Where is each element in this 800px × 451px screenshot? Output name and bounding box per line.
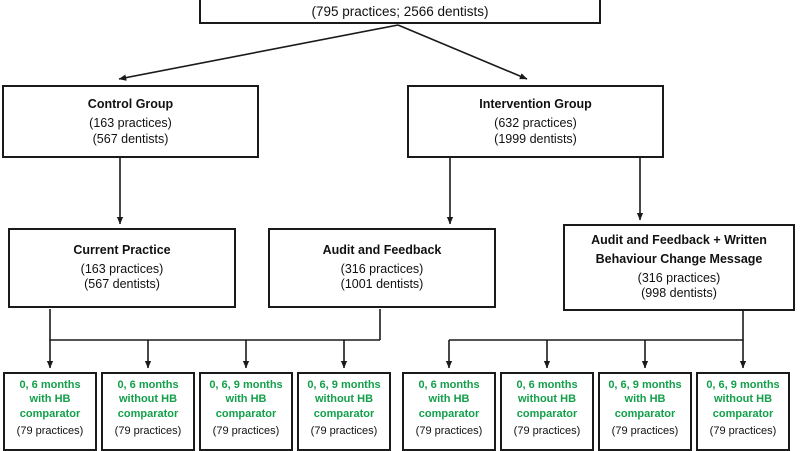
control-group-box: Control Group (163 practices) (567 denti…: [2, 85, 259, 158]
leaf-0-comparator-2: comparator: [19, 407, 81, 420]
leaf-4-comparator-2: comparator: [418, 407, 480, 420]
leaf-5-comparator: without HB: [517, 393, 577, 406]
leaf-box-1: 0, 6 months without HB comparator (79 pr…: [101, 372, 195, 451]
leaf-7-schedule: 0, 6, 9 months: [706, 379, 780, 391]
leaf-5-practices: (79 practices): [513, 424, 581, 437]
control-group-title: Control Group: [87, 97, 174, 112]
connector-right-bus: [449, 311, 744, 341]
leaf-4-practices: (79 practices): [415, 424, 483, 437]
control-group-dentists: (567 dentists): [92, 131, 169, 146]
intervention-group-dentists: (1999 dentists): [494, 131, 577, 146]
leaf-0-schedule: 0, 6 months: [19, 379, 81, 391]
leaf-7-comparator: without HB: [713, 393, 773, 406]
enrollment-summary: (795 practices; 2566 dentists): [311, 4, 489, 19]
leaf-5-comparator-2: comparator: [516, 407, 578, 420]
leaf-box-7: 0, 6, 9 months without HB comparator (79…: [696, 372, 790, 451]
leaf-box-4: 0, 6 months with HB comparator (79 pract…: [402, 372, 496, 451]
leaf-1-comparator-2: comparator: [117, 407, 179, 420]
connector-top-to-control: [118, 24, 399, 81]
intervention-group-box: Intervention Group (632 practices) (1999…: [407, 85, 664, 158]
leaf-box-3: 0, 6, 9 months without HB comparator (79…: [297, 372, 391, 451]
arm-audit-feedback-written-box: Audit and Feedback + Written Behaviour C…: [563, 224, 795, 311]
arm-current-practice-practices: (163 practices): [80, 261, 164, 276]
intervention-group-title: Intervention Group: [479, 97, 592, 112]
connector-left-bus: [49, 309, 380, 341]
leaf-2-schedule: 0, 6, 9 months: [209, 379, 283, 391]
leaf-6-practices: (79 practices): [611, 424, 679, 437]
leaf-0-practices: (79 practices): [16, 424, 84, 437]
leaf-0-comparator: with HB: [29, 393, 71, 406]
leaf-4-comparator: with HB: [428, 393, 470, 406]
leaf-6-schedule: 0, 6, 9 months: [608, 379, 682, 391]
arm-current-practice-title: Current Practice: [73, 242, 171, 257]
leaf-box-2: 0, 6, 9 months with HB comparator (79 pr…: [199, 372, 293, 451]
arm-audit-feedback-title: Audit and Feedback: [322, 242, 442, 257]
leaf-2-comparator-2: comparator: [215, 407, 277, 420]
arm-audit-feedback-written-practices: (316 practices): [637, 270, 721, 285]
leaf-3-comparator: without HB: [314, 393, 374, 406]
leaf-2-practices: (79 practices): [212, 424, 280, 437]
arm-audit-feedback-box: Audit and Feedback (316 practices) (1001…: [268, 228, 496, 308]
arm-audit-feedback-written-title-1: Audit and Feedback + Written: [591, 233, 767, 247]
intervention-group-practices: (632 practices): [494, 116, 577, 131]
arm-audit-feedback-written-dentists: (998 dentists): [641, 286, 717, 301]
leaf-5-schedule: 0, 6 months: [516, 379, 578, 391]
enrollment-box: (795 practices; 2566 dentists): [199, 0, 601, 24]
leaf-6-comparator-2: comparator: [614, 407, 676, 420]
arm-current-practice-dentists: (567 dentists): [84, 277, 160, 292]
leaf-box-6: 0, 6, 9 months with HB comparator (79 pr…: [598, 372, 692, 451]
leaf-1-comparator: without HB: [118, 393, 178, 406]
leaf-1-practices: (79 practices): [114, 424, 182, 437]
leaf-1-schedule: 0, 6 months: [117, 379, 179, 391]
leaf-box-5: 0, 6 months without HB comparator (79 pr…: [500, 372, 594, 451]
leaf-7-practices: (79 practices): [709, 424, 777, 437]
leaf-6-comparator: with HB: [624, 393, 666, 406]
arm-audit-feedback-practices: (316 practices): [340, 261, 424, 276]
leaf-3-practices: (79 practices): [310, 424, 378, 437]
leaf-box-0: 0, 6 months with HB comparator (79 pract…: [3, 372, 97, 451]
control-group-practices: (163 practices): [89, 116, 172, 131]
leaf-3-comparator-2: comparator: [313, 407, 375, 420]
arm-audit-feedback-dentists: (1001 dentists): [340, 277, 424, 292]
leaf-4-schedule: 0, 6 months: [418, 379, 480, 391]
connector-top-to-intervention: [397, 24, 528, 80]
arm-audit-feedback-written-title-2: Behaviour Change Message: [595, 251, 763, 266]
arm-current-practice-box: Current Practice (163 practices) (567 de…: [8, 228, 236, 308]
leaf-3-schedule: 0, 6, 9 months: [307, 379, 381, 391]
leaf-2-comparator: with HB: [225, 393, 267, 406]
leaf-7-comparator-2: comparator: [712, 407, 774, 420]
